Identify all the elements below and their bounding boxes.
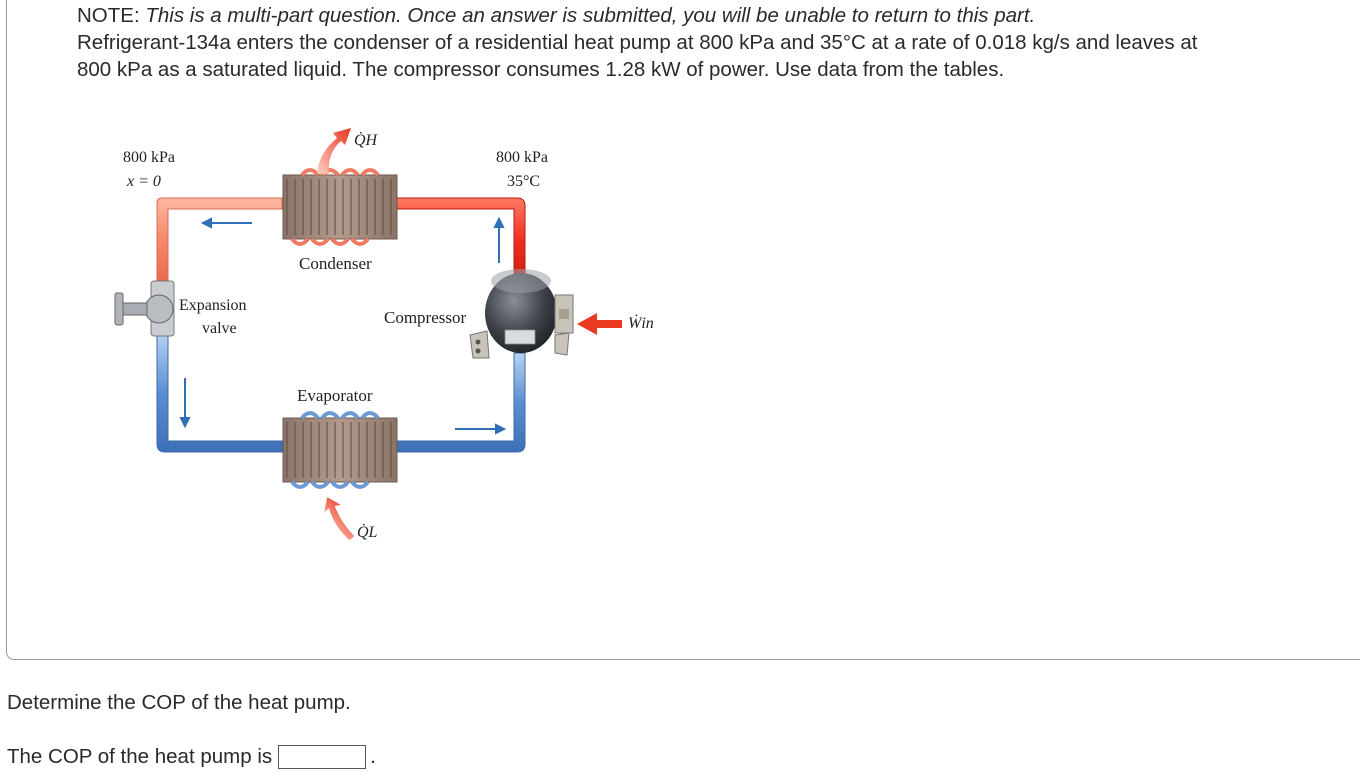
- note-label: NOTE:: [77, 4, 140, 27]
- note-line: NOTE: This is a multi-part question. Onc…: [77, 2, 1360, 29]
- condenser-coil: [282, 168, 398, 246]
- valve-label-line-2: valve: [202, 320, 237, 337]
- heat-out-arrow: [317, 128, 351, 175]
- heat-in-label: Q̇L: [357, 523, 378, 541]
- evaporator-label: Evaporator: [297, 386, 373, 405]
- heat-out-label: Q̇H: [354, 131, 379, 149]
- part-prompt: Determine the COP of the heat pump.: [7, 691, 351, 714]
- note-text: This is a multi-part question. Once an a…: [145, 4, 1036, 27]
- valve-label-line-1: Expansion: [179, 297, 247, 314]
- right-state-temperature: 35°C: [507, 173, 540, 190]
- heat-in-arrow: [324, 497, 355, 541]
- heat-pump-diagram: 800 kPa x = 0 800 kPa 35°C Q̇H Q̇L Ẇin C…: [114, 128, 654, 541]
- left-state-quality: x = 0: [126, 173, 161, 190]
- right-state-pressure: 800 kPa: [496, 149, 548, 166]
- pipe-loop: [156, 197, 526, 453]
- answer-line: The COP of the heat pump is .: [7, 745, 376, 769]
- problem-line-2: 800 kPa as a saturated liquid. The compr…: [77, 58, 1005, 81]
- flow-arrows: [179, 216, 507, 435]
- answer-suffix: .: [370, 745, 376, 768]
- evaporator-coil: [282, 411, 398, 489]
- work-in-arrow: [577, 313, 622, 335]
- condenser-label: Condenser: [299, 254, 372, 273]
- question-panel: NOTE: This is a multi-part question. Onc…: [6, 0, 1360, 660]
- compressor-label: Compressor: [384, 308, 467, 327]
- expansion-valve-icon: [114, 280, 175, 337]
- answer-prefix: The COP of the heat pump is: [7, 745, 273, 768]
- cop-answer-input[interactable]: [278, 745, 367, 769]
- left-state-pressure: 800 kPa: [123, 149, 175, 166]
- question-text: NOTE: This is a multi-part question. Onc…: [77, 2, 1360, 83]
- problem-line-1: Refrigerant-134a enters the condenser of…: [77, 31, 1198, 54]
- compressor-icon: [469, 269, 574, 359]
- work-in-label: Ẇin: [628, 314, 654, 332]
